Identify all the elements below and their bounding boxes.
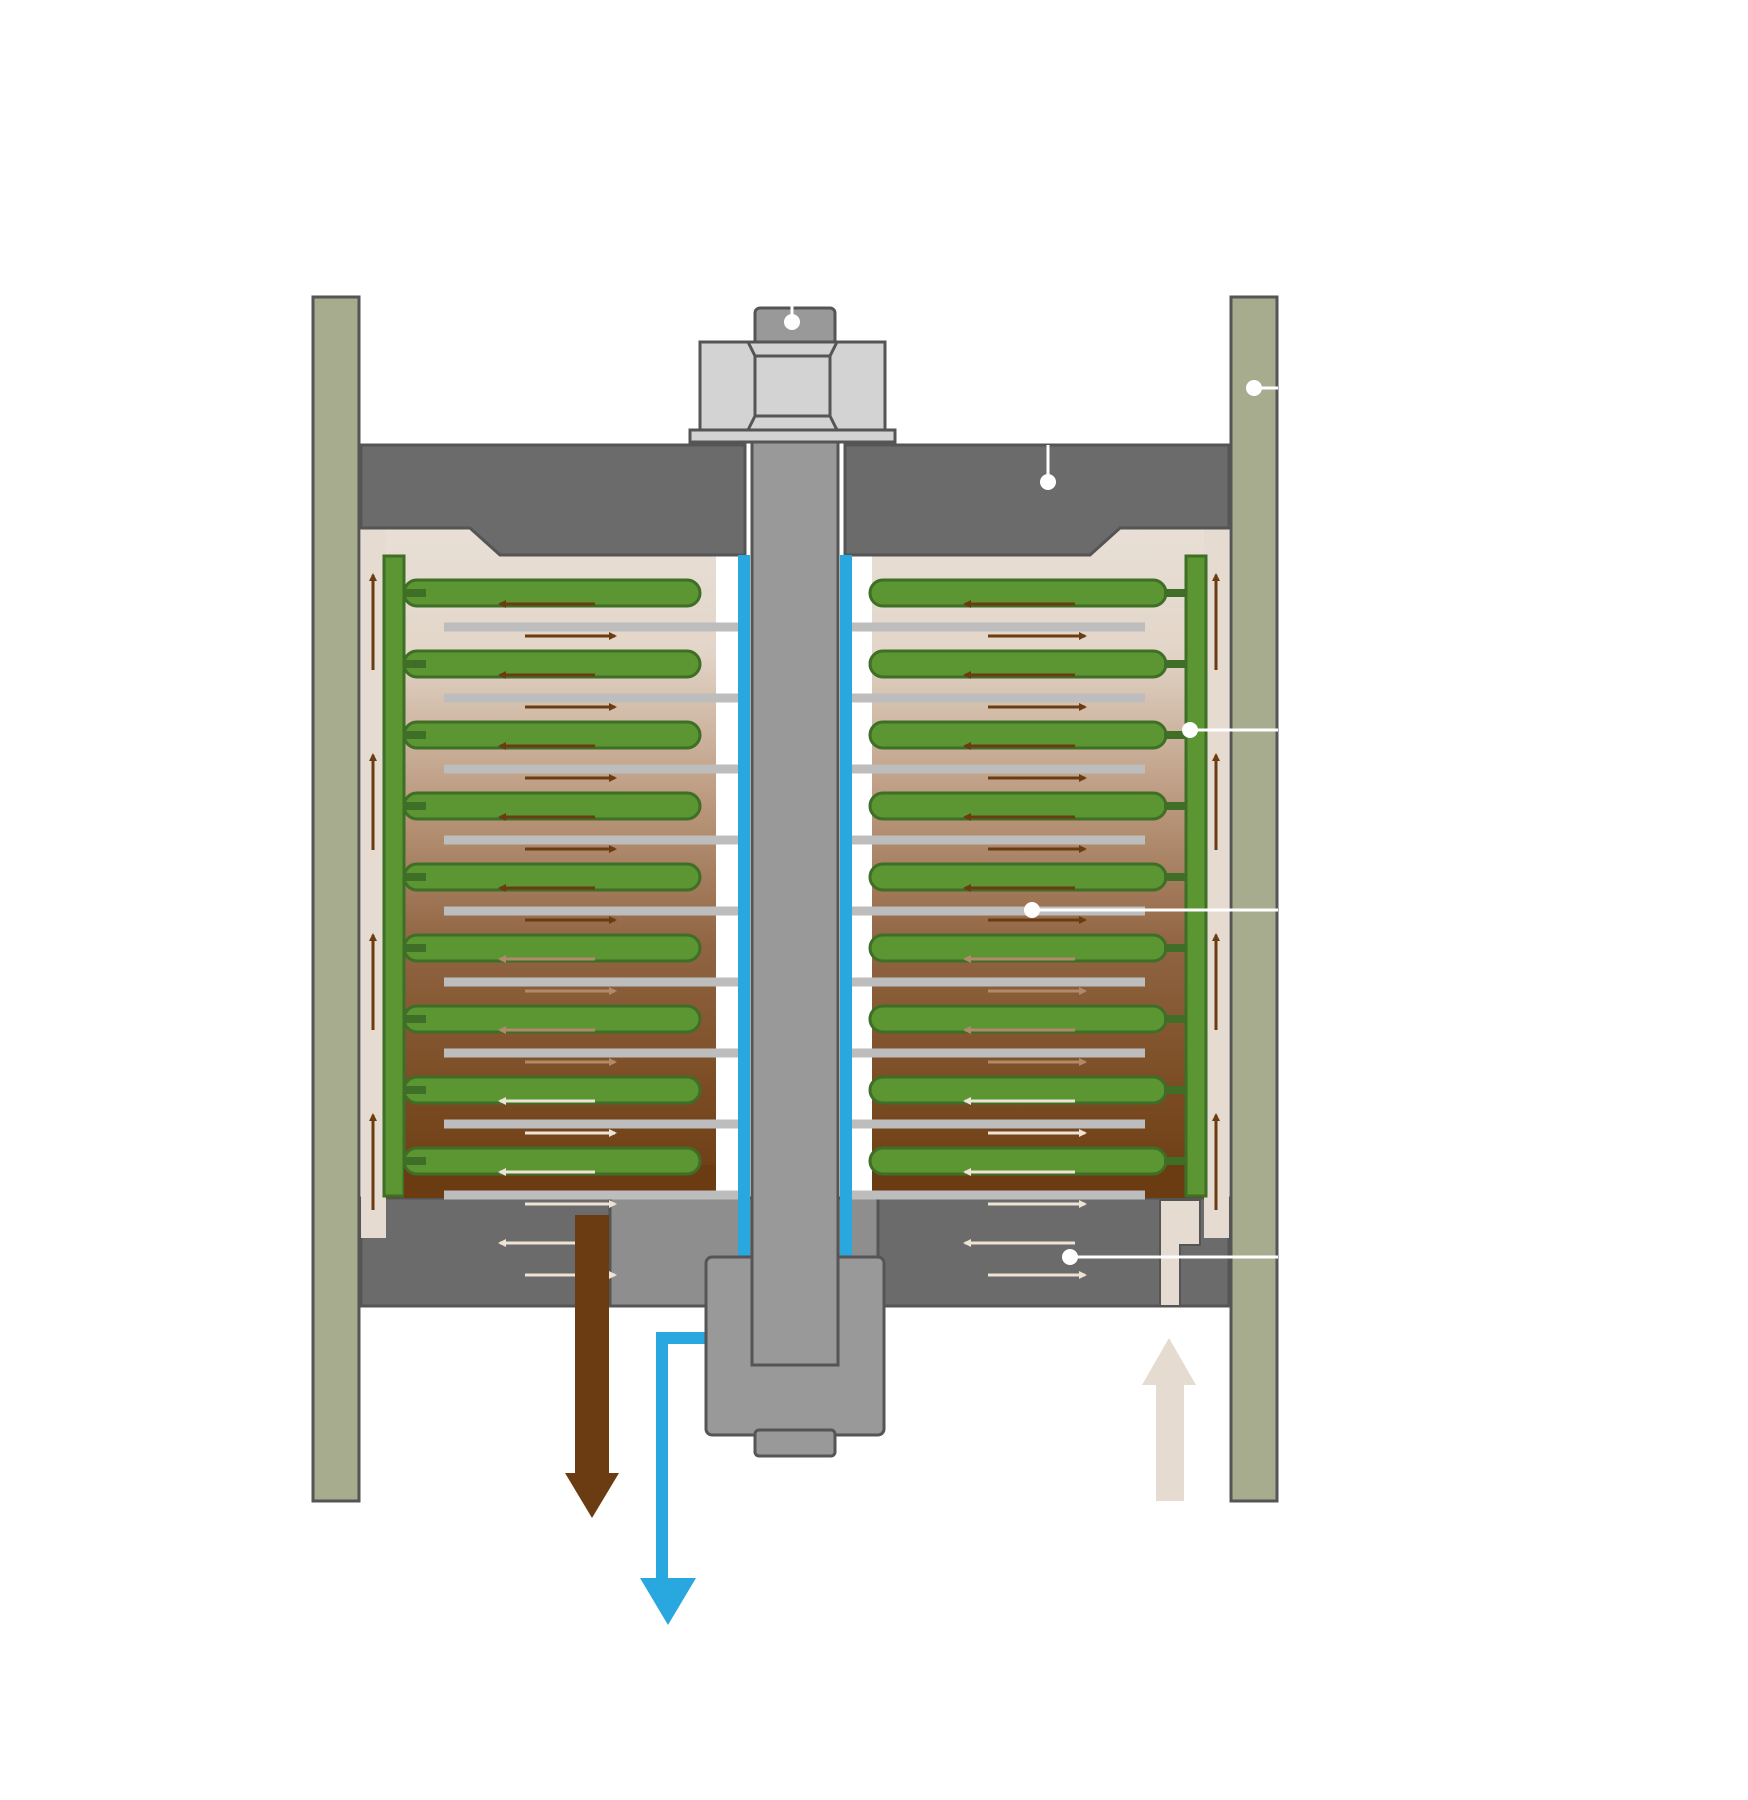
callout-housing-dot-icon — [1246, 380, 1262, 396]
top-nut — [698, 340, 887, 432]
right-membrane-leaf — [868, 1075, 1168, 1105]
left-membrane-leaf — [402, 1004, 702, 1034]
right-membrane-leaf — [868, 1146, 1168, 1176]
housing-wall-right — [1229, 295, 1279, 1503]
right-membrane-rib — [1164, 1086, 1186, 1094]
callout-bottom-plate-dot-icon — [1062, 1249, 1078, 1265]
membrane-stack-left — [361, 528, 742, 1279]
right-membrane-leaf — [868, 720, 1168, 750]
permeate-channel — [656, 555, 750, 1580]
left-membrane-leaf — [402, 933, 702, 963]
right-membrane-rib — [1164, 589, 1186, 597]
callout-membrane-dot-icon — [1182, 722, 1198, 738]
left-membrane-rib — [404, 1157, 426, 1165]
right-membrane-rib — [1164, 873, 1186, 881]
bolt-shaft — [750, 438, 840, 1367]
callout-top-plate-dot-icon — [1040, 474, 1056, 490]
left-membrane-rib — [404, 1015, 426, 1023]
right-membrane-leaf — [868, 649, 1168, 679]
feed-inlet-arrow-stem — [1156, 1383, 1184, 1501]
housing-wall-left — [311, 295, 361, 1503]
left-membrane-leaf — [402, 862, 702, 892]
top-nut-facets — [746, 341, 839, 431]
left-membrane-rib — [404, 802, 426, 810]
right-membrane-rib — [1164, 1157, 1186, 1165]
left-membrane-leaf — [402, 649, 702, 679]
feed-inlet-arrow — [1142, 1338, 1196, 1385]
membrane-stack-right — [846, 528, 1229, 1279]
left-membrane-leaf — [402, 1075, 702, 1105]
left-permeate-gap — [716, 555, 742, 1195]
feed-inlet-channel — [1159, 1199, 1201, 1307]
callout-bolt-dot-icon — [784, 314, 800, 330]
right-membrane-leaf — [868, 791, 1168, 821]
left-membrane-rib — [404, 589, 426, 597]
right-membrane-rib — [1164, 944, 1186, 952]
left-membrane-leaf — [402, 720, 702, 750]
callouts — [784, 306, 1278, 1265]
right-membrane-leaf — [868, 933, 1168, 963]
left-membrane-backbone — [382, 554, 406, 1198]
right-membrane-leaf — [868, 578, 1168, 608]
right-membrane-rib — [1164, 1015, 1186, 1023]
left-membrane-leaf — [402, 578, 702, 608]
left-membrane-rib — [404, 731, 426, 739]
concentrate-outlet-channel — [575, 1215, 609, 1475]
left-membrane-rib — [404, 944, 426, 952]
callout-spacer-dot-icon — [1024, 902, 1040, 918]
right-membrane-rib — [1164, 802, 1186, 810]
permeate-outlet-arrow — [640, 1578, 696, 1625]
right-membrane-backbone — [1184, 554, 1208, 1198]
left-membrane-leaf — [402, 1146, 702, 1176]
washer — [688, 428, 897, 444]
right-membrane-leaf — [868, 862, 1168, 892]
right-membrane-rib — [1164, 731, 1186, 739]
right-membrane-rib — [1164, 660, 1186, 668]
right-membrane-leaf — [868, 1004, 1168, 1034]
left-membrane-leaf — [402, 791, 702, 821]
left-membrane-rib — [404, 660, 426, 668]
concentrate-outlet-arrow — [565, 1473, 619, 1518]
left-membrane-rib — [404, 873, 426, 881]
left-membrane-rib — [404, 1086, 426, 1094]
bolt-tail — [753, 1428, 837, 1458]
